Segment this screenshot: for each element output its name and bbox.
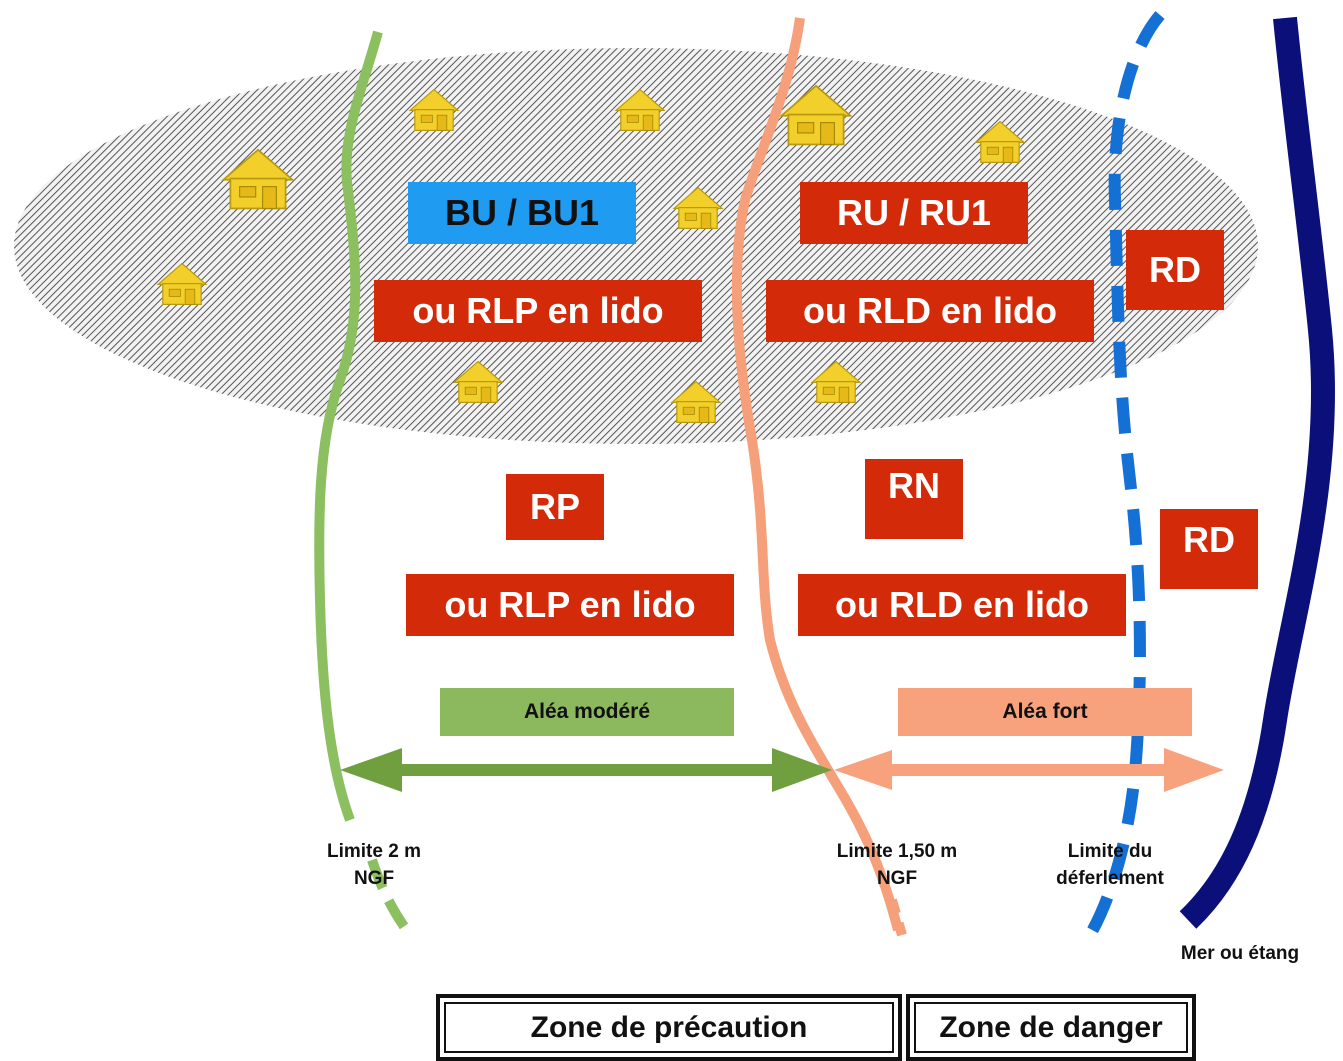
limit-150m-line-dash xyxy=(887,898,907,937)
zone-rd-natural: RD xyxy=(1160,509,1258,589)
zone-rd-urban: RD xyxy=(1126,230,1224,310)
zone-bu-bu1: BU / BU1 xyxy=(408,182,636,244)
strong-arrow-left-head xyxy=(834,750,892,790)
limit-2m-line-dash xyxy=(367,858,415,938)
limit-breaking-label: Limite du déferlement xyxy=(1056,841,1164,889)
limit-2m-label: Limite 2 m NGF xyxy=(327,841,421,889)
danger-zone-box: Zone de danger xyxy=(906,994,1196,1061)
zone-ru-ru1: RU / RU1 xyxy=(800,182,1028,244)
breaking-limit-line xyxy=(1084,11,1165,938)
sea-label: Mer ou étang xyxy=(1180,943,1300,964)
moderate-arrow-left-head xyxy=(340,748,402,792)
zone-rld-lido-urban: ou RLD en lido xyxy=(766,280,1094,342)
limit-2m-line xyxy=(314,30,383,822)
urban-area xyxy=(14,48,1258,444)
strong-hazard-label: Aléa fort xyxy=(898,688,1192,736)
zone-rp: RP xyxy=(506,474,604,540)
limit-150m-label: Limite 1,50 m NGF xyxy=(836,841,958,889)
moderate-hazard-label: Aléa modéré xyxy=(440,688,734,736)
zone-rlp-lido-urban: ou RLP en lido xyxy=(374,280,702,342)
precaution-zone-box: Zone de précaution xyxy=(436,994,902,1061)
strong-arrow-right-head xyxy=(1164,748,1224,792)
zone-rlp-lido-natural: ou RLP en lido xyxy=(406,574,734,636)
sea-line xyxy=(1179,16,1336,929)
moderate-arrow-right-head xyxy=(772,748,832,792)
zone-rn: RN xyxy=(865,459,963,539)
limit-150m-line xyxy=(731,17,903,932)
zone-rld-lido-natural: ou RLD en lido xyxy=(798,574,1126,636)
